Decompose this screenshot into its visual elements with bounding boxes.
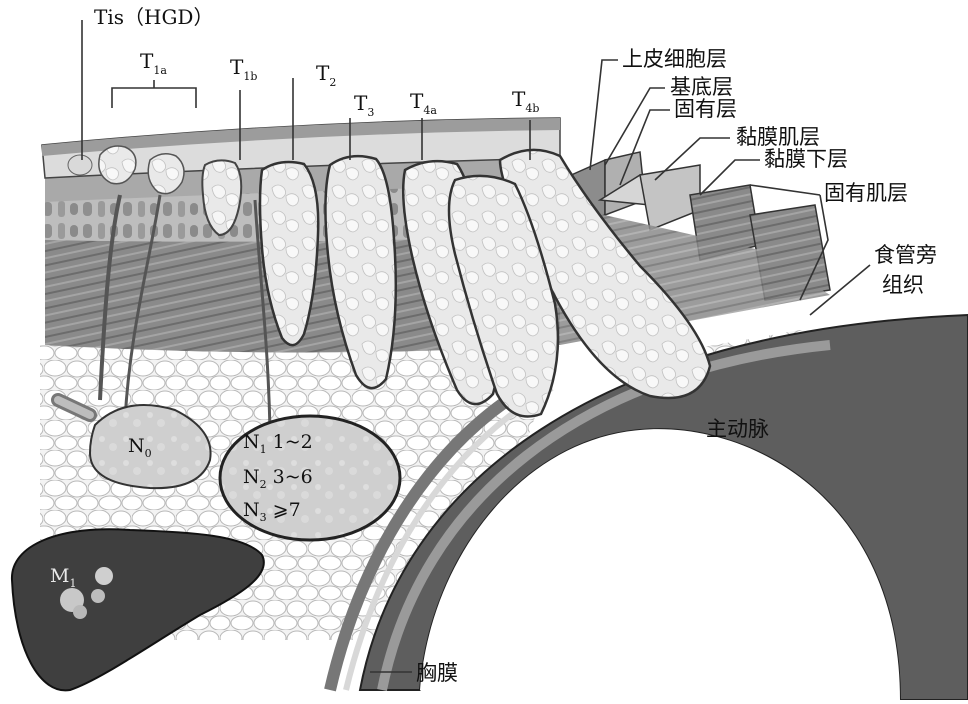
svg-text:T3: T3 — [354, 91, 374, 119]
label-aorta: 主动脉 — [706, 417, 769, 441]
label-t4b: T — [512, 87, 526, 111]
svg-text:N3 ⩾7: N3 ⩾7 — [243, 499, 301, 524]
label-t1b: T — [230, 55, 244, 79]
n0-label: N — [128, 435, 145, 457]
n1-value: 1~2 — [267, 431, 313, 453]
label-t4a-sub: 4a — [423, 104, 437, 117]
label-pleura: 胸膜 — [416, 661, 458, 685]
n0-sub: 0 — [145, 447, 152, 460]
svg-text:T4a: T4a — [410, 89, 437, 117]
label-t3: T — [354, 91, 368, 115]
n3-value: ⩾7 — [267, 499, 301, 521]
label-epithelium: 上皮细胞层 — [622, 47, 727, 71]
tumor-tis — [68, 155, 92, 175]
svg-text:T1a: T1a — [140, 49, 167, 77]
n2-label: N — [243, 466, 260, 488]
label-t3-sub: 3 — [367, 106, 374, 119]
label-tis: Tis（HGD） — [94, 5, 213, 29]
label-t4b-sub: 4b — [525, 102, 539, 115]
n1-sub: 1 — [260, 443, 267, 456]
n2-value: 3~6 — [267, 466, 313, 488]
label-lamina-propria: 固有层 — [674, 97, 737, 121]
svg-text:T1b: T1b — [230, 55, 257, 83]
label-muscularis-propria: 固有肌层 — [824, 181, 908, 205]
label-t2-sub: 2 — [329, 76, 336, 89]
label-t1b-sub: 1b — [243, 70, 257, 83]
n1-label: N — [243, 431, 260, 453]
t-stage-labels: Tis（HGD） T1a T1b T2 T3 T4a T4b — [94, 5, 539, 119]
label-adventitia-line2: 组织 — [882, 273, 924, 297]
svg-text:N2 3~6: N2 3~6 — [243, 466, 313, 491]
lymph-node-n-positive: N1 1~2 N2 3~6 N3 ⩾7 — [220, 416, 400, 540]
m1-label: M — [50, 565, 69, 587]
label-submucosa: 黏膜下层 — [764, 147, 848, 171]
n3-label: N — [243, 499, 260, 521]
label-t4a: T — [410, 89, 424, 113]
svg-text:T2: T2 — [316, 61, 336, 89]
svg-text:N1 1~2: N1 1~2 — [243, 431, 313, 456]
label-t2: T — [316, 61, 330, 85]
m1-sub: 1 — [69, 577, 76, 590]
label-muscularis-mucosae: 黏膜肌层 — [736, 125, 820, 149]
label-basal: 基底层 — [670, 75, 733, 99]
n2-sub: 2 — [260, 478, 267, 491]
label-t1a: T — [140, 49, 154, 73]
label-t1a-sub: 1a — [153, 64, 167, 77]
n3-sub: 3 — [260, 511, 267, 524]
svg-text:T4b: T4b — [512, 87, 539, 115]
tumor-t1a-b — [148, 154, 184, 194]
label-adventitia-line1: 食管旁 — [874, 243, 937, 267]
